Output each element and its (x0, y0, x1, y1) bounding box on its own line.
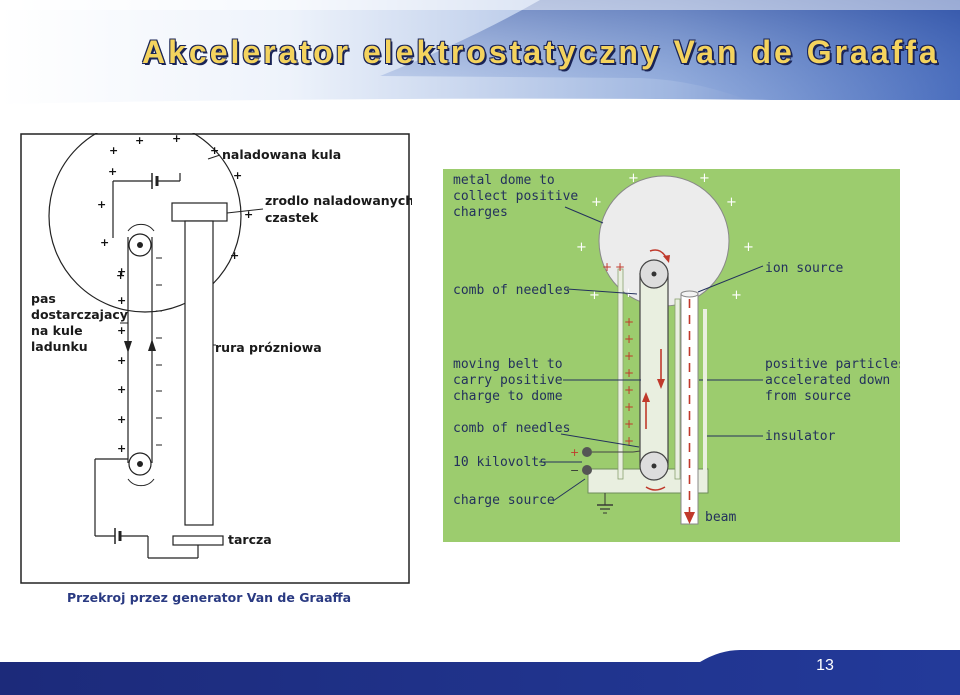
svg-text:+: + (117, 354, 126, 367)
svg-text:+: + (172, 133, 181, 145)
svg-text:+: + (602, 260, 612, 274)
svg-text:+: + (570, 446, 579, 459)
svg-text:+: + (624, 349, 634, 363)
label-particles-1: positive particles (765, 357, 900, 372)
charged-sphere (48, 133, 242, 313)
dome-charges: +++ +++ +++ ++ (97, 133, 253, 282)
svg-text:+: + (624, 400, 634, 414)
svg-text:+: + (117, 265, 126, 278)
svg-text:+: + (699, 171, 710, 186)
label-belt-1r: moving belt to (453, 357, 563, 372)
svg-text:+: + (624, 366, 634, 380)
charge-terminal-plus (582, 447, 592, 457)
svg-text:−: − (570, 464, 579, 477)
svg-text:+: + (117, 442, 126, 455)
left-diagram: +++ +++ +++ ++ +++ ++++ (20, 133, 412, 605)
label-source-2: czastek (265, 210, 319, 225)
label-particles-2: accelerated down (765, 373, 890, 388)
label-comb-bottom: comb of needles (453, 421, 570, 436)
accelerator-tube (680, 293, 699, 525)
svg-text:+: + (117, 383, 126, 396)
svg-text:+: + (624, 383, 634, 397)
label-dome-2: collect positive (453, 189, 578, 204)
label-dome-3: charges (453, 205, 508, 220)
vacuum-tube (184, 220, 214, 526)
label-belt-4: ladunku (31, 339, 88, 354)
right-diagram: +++ +++ ++ ++ +++ +++ +++ + − metal dome… (443, 169, 900, 542)
svg-text:+: + (624, 434, 634, 448)
belt-charges: +++ ++++ (117, 265, 126, 455)
svg-text:+: + (726, 195, 737, 210)
svg-text:+: + (615, 260, 625, 274)
slide-title: Akcelerator elektrostatyczny Van de Graa… (142, 34, 940, 70)
svg-text:+: + (591, 195, 602, 210)
svg-text:+: + (135, 134, 144, 147)
svg-text:+: + (576, 240, 587, 255)
label-beam: beam (705, 510, 736, 525)
svg-text:+: + (97, 198, 106, 211)
footer-bar (0, 650, 960, 695)
svg-text:+: + (624, 332, 634, 346)
svg-text:+: + (244, 208, 253, 221)
label-source-1: zrodlo naladowanych (265, 193, 412, 208)
svg-text:+: + (628, 171, 639, 186)
page-number: 13 (816, 657, 834, 674)
label-belt-2: dostarczajacy (31, 307, 128, 322)
label-charge-source: charge source (453, 493, 555, 508)
target-plate (172, 535, 224, 546)
label-target: tarcza (228, 532, 272, 547)
charge-terminal-minus (582, 465, 592, 475)
svg-text:+: + (230, 249, 239, 262)
label-insulator: insulator (765, 429, 836, 444)
svg-text:+: + (731, 288, 742, 303)
particle-source (171, 202, 228, 222)
label-voltage: 10 kilovolts (453, 455, 547, 470)
label-charged-sphere: naladowana kula (222, 147, 341, 162)
label-dome-1: metal dome to (453, 173, 555, 188)
svg-text:+: + (116, 269, 125, 282)
svg-text:+: + (624, 315, 634, 329)
svg-text:+: + (117, 324, 126, 337)
svg-text:+: + (233, 169, 242, 182)
svg-text:+: + (210, 144, 219, 157)
label-ion-source: ion source (765, 261, 843, 276)
label-belt-3r: charge to dome (453, 389, 563, 404)
svg-text:+: + (589, 288, 600, 303)
svg-text:+: + (109, 144, 118, 157)
belt-charges-right: +++ +++ ++ ++ (602, 260, 634, 448)
label-belt-2r: carry positive (453, 373, 563, 388)
label-particles-3: from source (765, 389, 851, 404)
label-vacuum-tube: rura prózniowa (215, 340, 322, 355)
svg-text:+: + (117, 294, 126, 307)
svg-text:+: + (743, 240, 754, 255)
label-comb-top: comb of needles (453, 283, 570, 298)
header-banner (0, 0, 960, 112)
svg-text:+: + (624, 417, 634, 431)
svg-text:+: + (108, 165, 117, 178)
left-caption: Przekroj przez generator Van de Graaffa (67, 590, 351, 605)
belt-minus (156, 257, 162, 446)
leader-lines-right (539, 206, 764, 502)
svg-text:+: + (100, 236, 109, 249)
label-belt-1: pas (31, 291, 56, 306)
label-belt-3: na kule (31, 323, 83, 338)
svg-text:+: + (117, 413, 126, 426)
